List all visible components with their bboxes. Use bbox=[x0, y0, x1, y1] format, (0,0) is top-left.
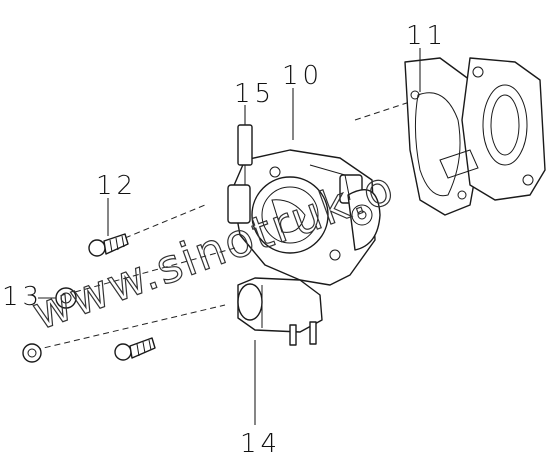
callout-labels: 10 11 12 13 14 15 bbox=[2, 21, 447, 459]
part-11-gasket-flange bbox=[404, 57, 546, 216]
callout-14: 14 bbox=[240, 429, 281, 459]
callout-11: 11 bbox=[406, 21, 447, 51]
callout-13: 13 bbox=[2, 282, 43, 312]
part-14-actuator bbox=[237, 277, 323, 346]
assembly-line-12 bbox=[124, 204, 206, 239]
callout-10: 10 bbox=[282, 61, 323, 91]
leader-lines bbox=[38, 48, 421, 425]
part-10-throttle-body bbox=[231, 149, 381, 286]
assembly-line-13 bbox=[74, 247, 236, 293]
part-lower-screw bbox=[114, 337, 156, 361]
callout-12: 12 bbox=[96, 171, 137, 201]
part-13-flange-nut bbox=[22, 287, 77, 363]
assembly-line-13b bbox=[34, 304, 226, 351]
part-15-connector bbox=[227, 124, 253, 224]
part-12-screw bbox=[88, 233, 129, 257]
callout-15: 15 bbox=[234, 79, 275, 109]
